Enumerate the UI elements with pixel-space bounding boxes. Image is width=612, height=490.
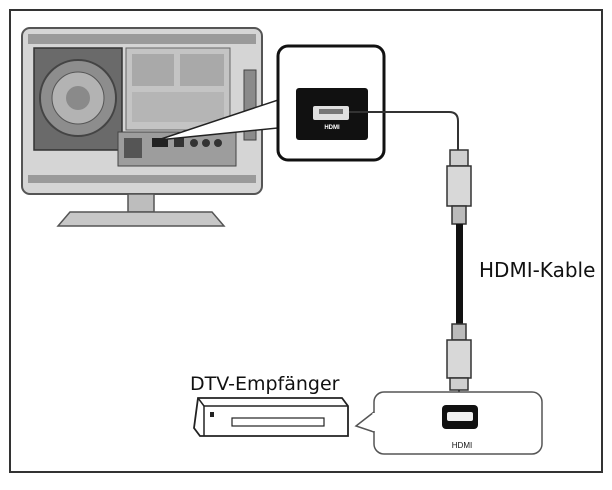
cable-label: HDMI-Kable	[479, 258, 596, 282]
cable-upper-lead	[349, 111, 459, 150]
receiver-callout-pointer	[354, 411, 375, 433]
tv-stand-base	[56, 211, 226, 227]
tv-stand-neck	[127, 193, 155, 213]
hdmi-connector-upper	[446, 149, 472, 225]
hdmi-connector-icon	[446, 323, 472, 391]
tv-back-panel	[21, 27, 263, 227]
tv-port-label: HDMI	[324, 125, 340, 131]
receiver-port-label: HDMI	[451, 441, 473, 450]
hdmi-cable	[456, 224, 463, 324]
dtv-receiver	[193, 397, 349, 437]
receiver-label: DTV-Empfänger	[190, 373, 340, 395]
receiver-disc-slot	[231, 417, 325, 427]
tv-hdmi-port	[152, 138, 168, 147]
power-led-icon	[210, 412, 214, 417]
